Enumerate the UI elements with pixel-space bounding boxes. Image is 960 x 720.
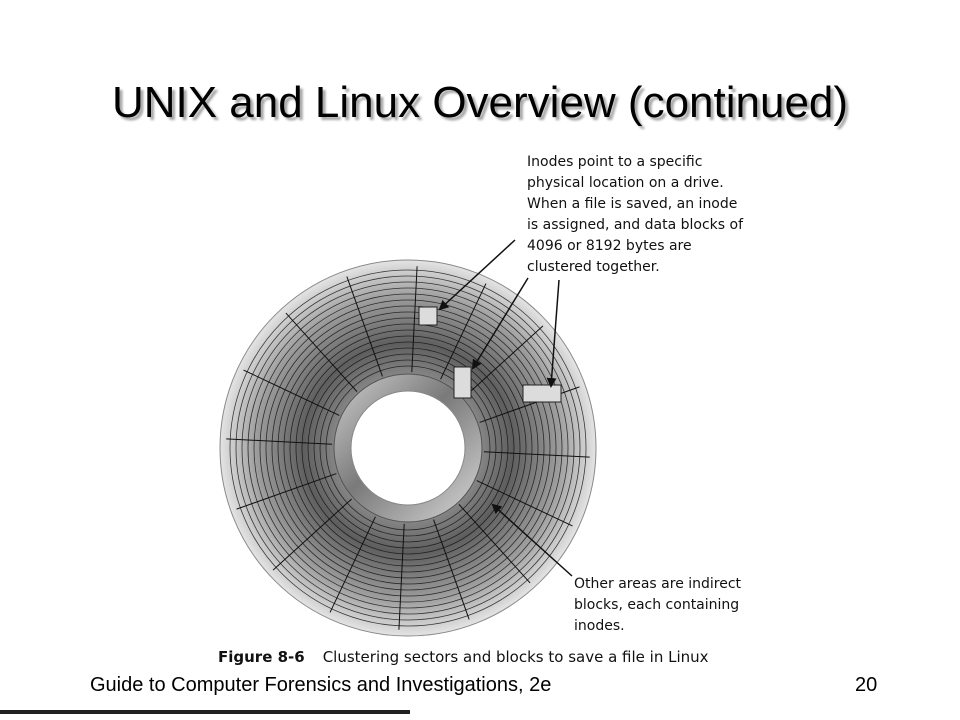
- disk-sector-line: [272, 498, 352, 571]
- disk-sector-line: [433, 519, 470, 620]
- indirect-callout-line: blocks, each containing: [574, 597, 740, 613]
- disk-track: [241, 281, 575, 615]
- disk-sector-line: [464, 325, 544, 398]
- inode-callout-line: When a file is saved, an inode: [527, 196, 738, 212]
- disk-sector-lines: [226, 266, 590, 630]
- disk-sector-line: [479, 386, 580, 423]
- figure-caption-text: Clustering sectors and blocks to save a …: [322, 648, 709, 666]
- disk-sector-line: [243, 369, 340, 416]
- data-block-tall: [453, 366, 472, 399]
- disk-sector-line: [476, 480, 573, 527]
- figure-label: Figure 8-6: [218, 648, 305, 666]
- disk-track: [271, 311, 545, 585]
- slide-footer: Guide to Computer Forensics and Investig…: [90, 674, 552, 696]
- disk-track: [295, 335, 521, 561]
- disk-sector-line: [458, 504, 531, 584]
- disk-track: [319, 359, 497, 537]
- disk-track: [265, 305, 551, 591]
- disk-sector-line: [346, 276, 383, 377]
- inode-callout-line: is assigned, and data blocks of: [527, 217, 744, 233]
- disk-sector-line: [285, 312, 358, 392]
- indirect-callout-line: Other areas are indirect: [574, 576, 742, 592]
- disk-tracks: [229, 269, 587, 627]
- footer-rule: [0, 710, 410, 714]
- data-block-small: [418, 306, 438, 326]
- disk-track: [307, 347, 509, 549]
- disk-track: [283, 323, 533, 573]
- disk-sector-line: [440, 283, 487, 380]
- inode-callout-line: physical location on a drive.: [527, 175, 724, 191]
- disk-sector-line: [411, 266, 418, 373]
- disk-track: [289, 329, 527, 567]
- disk-sector-line: [329, 516, 376, 613]
- slide-title: UNIX and Linux Overview (continued): [111, 78, 849, 127]
- arrow-to-block-wide: [546, 279, 560, 388]
- disk-track: [313, 353, 503, 543]
- disk-sector-line: [483, 451, 590, 458]
- disk-track: [229, 269, 587, 627]
- arrow-to-block-small: [438, 239, 516, 311]
- indirect-callout-line: inodes.: [574, 618, 625, 634]
- arrow-to-indirect-blocks: [491, 503, 573, 577]
- arrow-to-block-tall: [471, 277, 529, 370]
- disk-track: [235, 275, 581, 621]
- inode-callout: Inodes point to a specific physical loca…: [527, 152, 757, 278]
- disk-sector-line: [236, 473, 337, 510]
- disk-track: [301, 341, 515, 555]
- data-block-wide: [522, 384, 562, 403]
- inode-callout-line: 4096 or 8192 bytes are: [527, 238, 692, 254]
- disk-track: [253, 293, 563, 603]
- disk-track: [259, 299, 557, 597]
- page-number: 20: [855, 674, 878, 696]
- disk-track: [277, 317, 539, 579]
- disk-track: [325, 365, 491, 531]
- inode-callout-line: clustered together.: [527, 259, 660, 275]
- disk-track: [247, 287, 569, 609]
- disk-spindle-hole: [350, 390, 466, 506]
- disk-sector-line: [398, 523, 405, 630]
- inode-callout-line: Inodes point to a specific: [527, 154, 703, 170]
- figure-caption: Figure 8-6 Clustering sectors and blocks …: [218, 648, 709, 666]
- indirect-blocks-callout: Other areas are indirect blocks, each co…: [574, 574, 754, 637]
- disk-sector-line: [226, 438, 333, 445]
